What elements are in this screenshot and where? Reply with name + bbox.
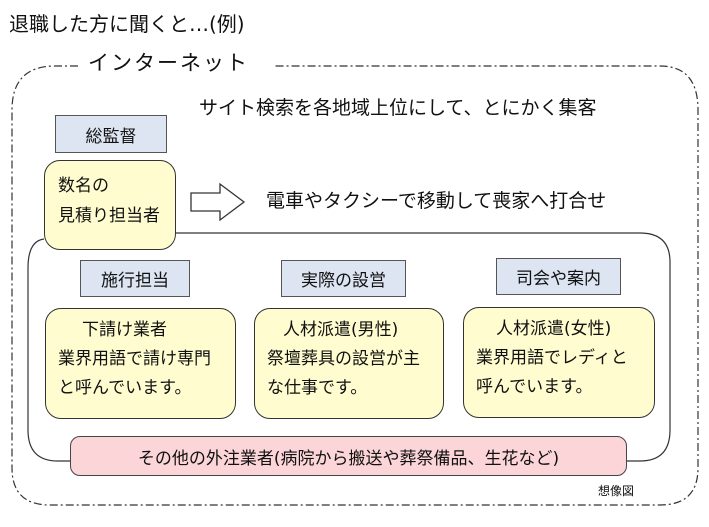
setup-header: 実際の設営 [281, 260, 406, 297]
contractor-header-label: 施行担当 [101, 271, 169, 291]
subcontractor-title: 下請け業者 [82, 320, 167, 340]
arrow-icon [190, 182, 246, 222]
supervisor-box: 総監督 [55, 115, 167, 153]
supervisor-label: 総監督 [85, 126, 137, 147]
male-staff-title: 人材派遣(男性) [283, 320, 399, 340]
estimator-line-2: 見積り担当者 [58, 206, 160, 226]
male-staff-line-2: な仕事です。 [267, 378, 368, 398]
female-staff-title: 人材派遣(女性) [496, 319, 612, 339]
mc-header-label: 司会や案内 [516, 269, 601, 289]
subcontractor-line-2: と呼んでいます。 [58, 378, 192, 398]
female-staff-line-1: 業界用語でレディと [476, 348, 628, 368]
other-vendors-label: その他の外注業者(病院から搬送や葬祭備品、生花など) [137, 448, 560, 469]
page-title: 退職した方に聞くと…(例) [9, 12, 245, 36]
estimator-box: 数名の 見積り担当者 [44, 160, 176, 250]
setup-header-label: 実際の設営 [301, 271, 386, 291]
female-staff-card: 人材派遣(女性) 業界用語でレディと 呼んでいます。 [463, 307, 655, 418]
estimator-line-1: 数名の [58, 176, 109, 196]
subcontractor-line-1: 業界用語で請け専門 [58, 349, 211, 369]
contractor-header: 施行担当 [80, 260, 190, 297]
internet-dashed-frame [11, 65, 699, 506]
internet-label: インターネット [80, 47, 257, 77]
image-note: 想像図 [598, 484, 635, 498]
female-staff-line-2: 呼んでいます。 [476, 377, 593, 397]
male-staff-line-1: 祭壇葬具の設営が主 [267, 349, 420, 369]
mc-header: 司会や案内 [496, 258, 621, 295]
other-vendors-bar: その他の外注業者(病院から搬送や葬祭備品、生花など) [70, 436, 627, 476]
move-note: 電車やタクシーで移動して喪家へ打合せ [266, 190, 607, 212]
male-staff-card: 人材派遣(男性) 祭壇葬具の設営が主 な仕事です。 [254, 308, 444, 419]
site-search-note: サイト検索を各地域上位にして、とにかく集客 [199, 97, 597, 119]
company-inner-frame [27, 232, 671, 462]
subcontractor-card: 下請け業者 業界用語で請け専門 と呼んでいます。 [45, 308, 236, 419]
